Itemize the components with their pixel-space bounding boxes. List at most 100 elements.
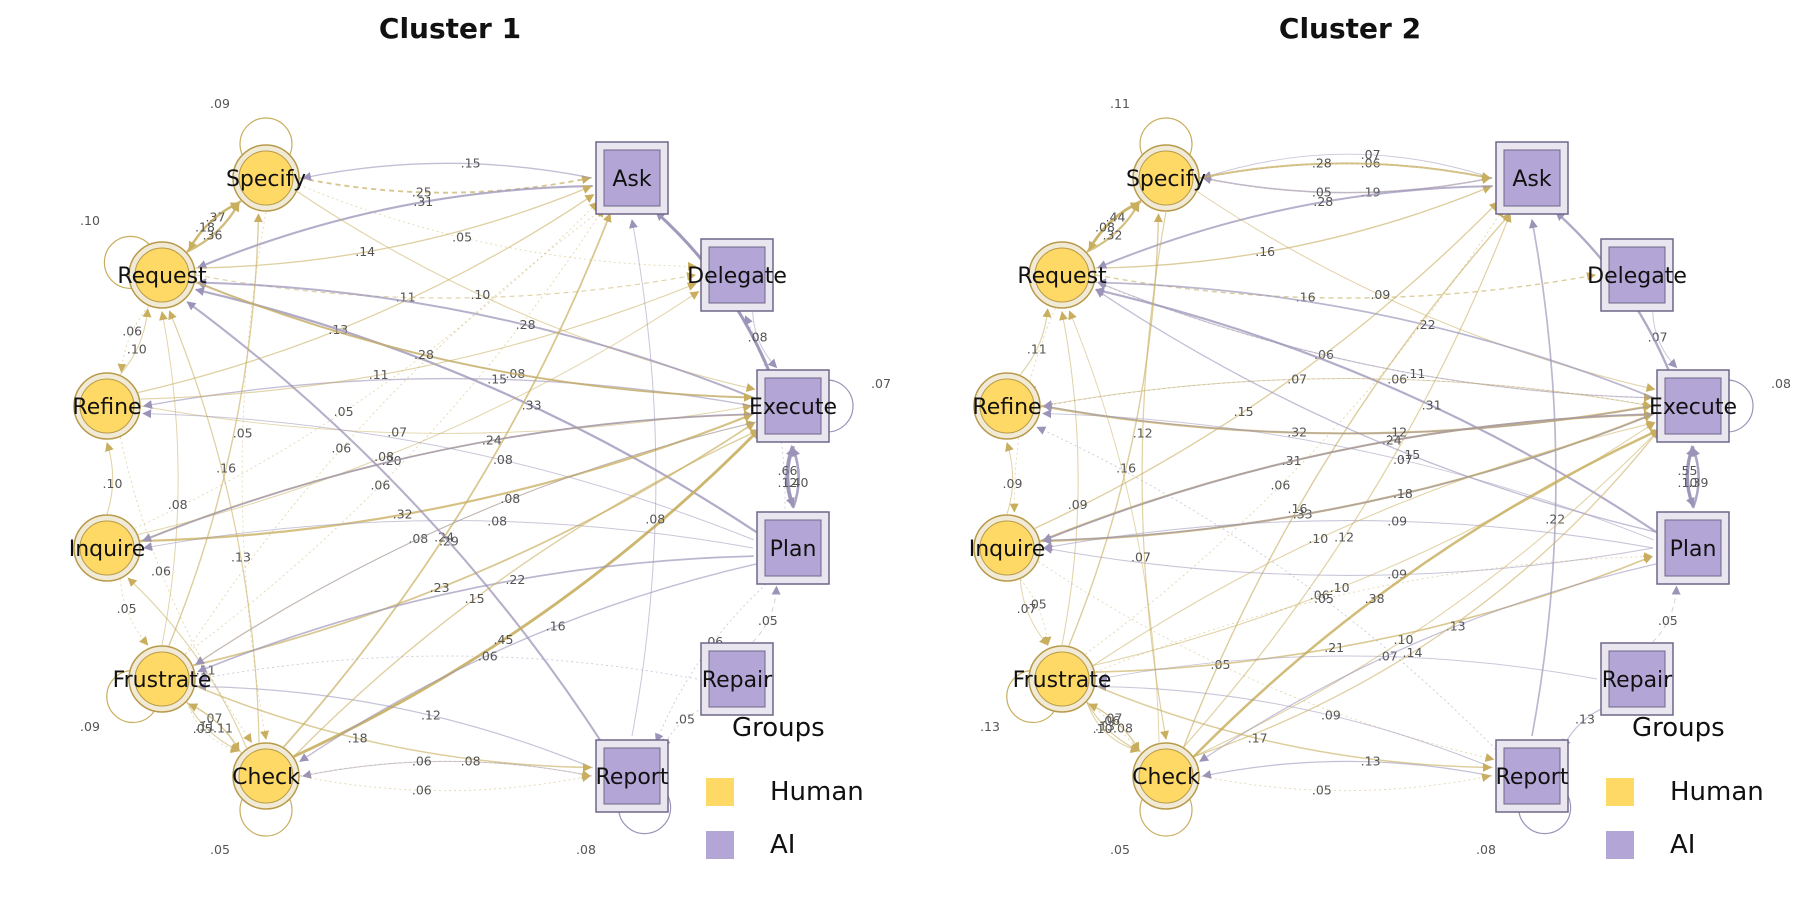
edge-weight-label: .05 (193, 721, 213, 736)
edge-request-to-delegate (1095, 272, 1596, 299)
edge-specify-to-ask (299, 175, 591, 194)
legend-title: Groups (1632, 713, 1725, 743)
node-report[interactable]: Report (595, 739, 669, 813)
node-repair[interactable]: Repair (700, 642, 774, 716)
edge-frustrate-to-execute (1092, 420, 1656, 666)
edge-weight-label: .15 (465, 591, 485, 606)
edge-weight-label: .05 (1312, 184, 1332, 199)
edge-frustrate-to-ask (185, 207, 604, 655)
edge-weight-label: .21 (1324, 640, 1344, 655)
self-loop-label: .08 (576, 842, 596, 857)
node-report[interactable]: Report (1495, 739, 1569, 813)
edge-weight-label: .14 (355, 244, 375, 259)
edge-weight-label: .11 (195, 719, 215, 734)
edge-weight-label: .10 (470, 287, 490, 302)
edge-execute-to-frustrate (195, 421, 757, 665)
node-plan[interactable]: Plan (756, 511, 830, 585)
node-execute[interactable]: Execute (1649, 369, 1737, 443)
edge-weight-label: .07 (1287, 371, 1307, 386)
node-execute[interactable]: Execute (749, 369, 837, 443)
edge-weight-label: .13 (1361, 754, 1381, 769)
edge-weight-label: .31 (1422, 398, 1442, 413)
self-loop-label: .05 (1110, 842, 1130, 857)
node-repair[interactable]: Repair (1600, 642, 1674, 716)
node-shape-human (238, 748, 294, 804)
edge-check-to-execute (293, 429, 760, 758)
edge-report-to-ask (629, 219, 657, 737)
node-check[interactable]: Check (1132, 742, 1200, 810)
edge-weight-label: .08 (645, 511, 665, 526)
edge-weight-label: .07 (1648, 329, 1668, 344)
edge-execute-to-inquire (142, 413, 754, 542)
legend-cluster-2: Groups Human AI (1606, 713, 1764, 860)
node-plan[interactable]: Plan (1656, 511, 1730, 585)
edge-check-to-execute (1193, 429, 1660, 757)
legend-label-human: Human (770, 777, 864, 807)
edge-execute-to-inquire (1042, 413, 1654, 542)
node-shape-human (238, 150, 294, 206)
edge-weight-label: .12 (421, 707, 441, 722)
edge-check-to-report (1199, 773, 1491, 792)
edge-specify-to-execute (1196, 191, 1656, 392)
node-frustrate[interactable]: Frustrate (113, 645, 212, 713)
edge-plan-to-request (1095, 289, 1657, 533)
node-ask[interactable]: Ask (595, 141, 669, 215)
node-inquire[interactable]: Inquire (969, 514, 1046, 582)
edge-weight-label: .15 (487, 371, 507, 386)
edge-request-to-ask (195, 185, 592, 269)
node-label: Frustrate (113, 668, 212, 693)
edge-weight-label: .10 (1093, 721, 1113, 736)
node-delegate[interactable]: Delegate (1587, 238, 1687, 312)
node-check[interactable]: Check (232, 742, 300, 810)
legend-label-ai: AI (770, 830, 795, 860)
edge-specify-to-execute (296, 191, 756, 392)
cluster-2-title: Cluster 2 (1278, 12, 1422, 45)
node-request[interactable]: Request (1017, 241, 1107, 309)
edge-weight-label: .05 (1658, 613, 1678, 628)
self-loop-label: .05 (210, 842, 230, 857)
node-shape-ai (1664, 377, 1722, 435)
node-delegate[interactable]: Delegate (687, 238, 787, 312)
node-label: Specify (1126, 167, 1206, 192)
node-specify[interactable]: Specify (1126, 144, 1206, 212)
edge-weight-label: .06 (1100, 713, 1120, 728)
edge-plan-to-refine (1042, 409, 1654, 541)
node-shape-ai (603, 149, 661, 207)
edge-inquire-to-frustrate (119, 579, 149, 646)
edge-weight-label: .28 (1312, 156, 1332, 171)
node-frustrate[interactable]: Frustrate (1013, 645, 1112, 713)
node-request[interactable]: Request (117, 241, 207, 309)
edge-repair-to-plan (1652, 585, 1681, 643)
edge-check-to-request (1068, 310, 1160, 743)
self-loop-label: .13 (980, 719, 1000, 734)
edge-request-to-ask (1095, 185, 1492, 269)
legend-swatch-ai (1606, 831, 1634, 859)
edge-execute-to-request (197, 278, 755, 399)
node-refine[interactable]: Refine (972, 372, 1042, 440)
edge-weight-label: .16 (216, 461, 236, 476)
edge-weight-label: .10 (1330, 580, 1350, 595)
edge-weight-label: .38 (1365, 591, 1385, 606)
edge-weight-label: .33 (522, 398, 542, 413)
node-specify[interactable]: Specify (226, 144, 306, 212)
node-label: Execute (1649, 395, 1737, 420)
edge-weight-label: .12 (1387, 425, 1407, 440)
node-ask[interactable]: Ask (1495, 141, 1569, 215)
node-label: Report (596, 765, 669, 790)
node-refine[interactable]: Refine (72, 372, 142, 440)
edge-inquire-to-delegate (138, 291, 700, 535)
edge-request-to-delegate (195, 272, 696, 299)
edge-weight-label: .06 (1387, 371, 1407, 386)
edge-specify-to-ask (1199, 175, 1491, 194)
edge-weight-label: .16 (1255, 244, 1275, 259)
edge-weight-label: .10 (127, 341, 147, 356)
node-inquire[interactable]: Inquire (69, 514, 146, 582)
edge-weight-label: .10 (1308, 531, 1328, 546)
edge-weight-label: .44 (1106, 210, 1126, 225)
edge-frustrate-to-request (1059, 311, 1079, 646)
edge-plan-to-inquire (1043, 544, 1654, 576)
node-shape-ai (1503, 149, 1561, 207)
edge-weight-label: .12 (778, 475, 798, 490)
